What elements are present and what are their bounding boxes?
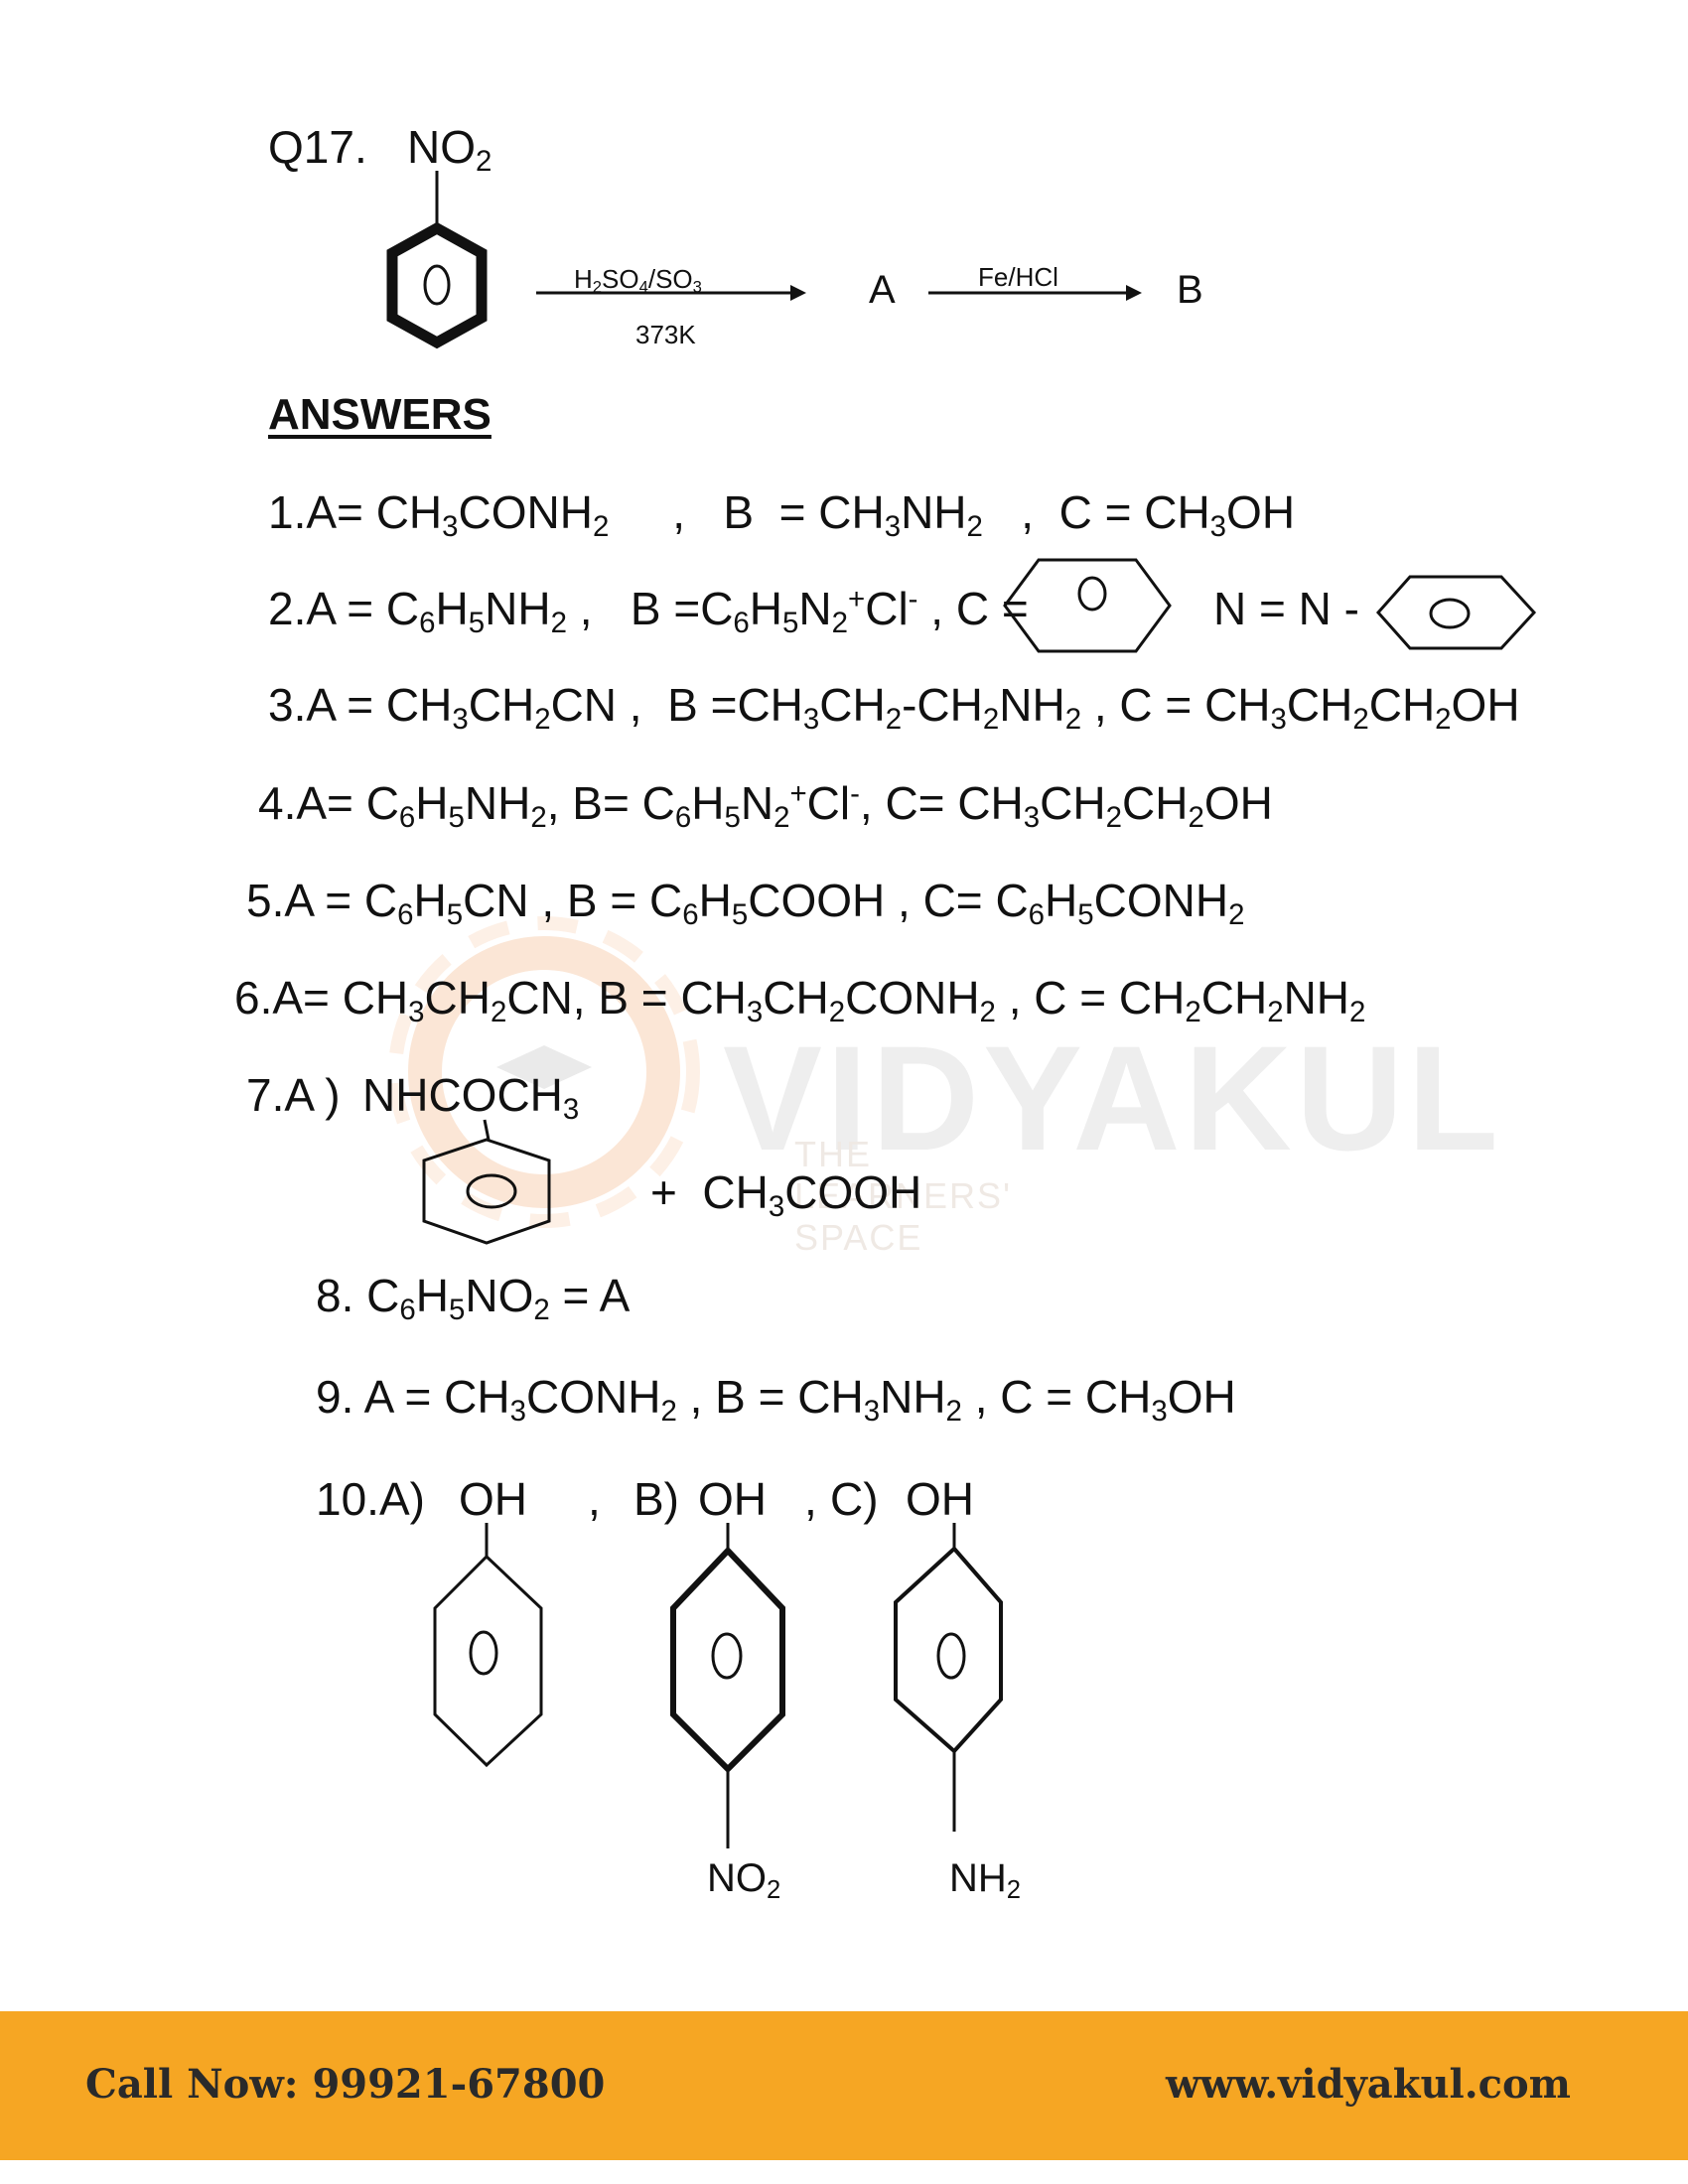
- answers-heading: ANSWERS: [268, 390, 492, 439]
- answer-10-c-substituent: NH2: [949, 1856, 1022, 1905]
- benzene-ring-icon: [670, 1546, 785, 1774]
- answer-1: 1.A= CH3CONH2 , B = CH3NH2 , C = CH3OH: [268, 486, 1296, 544]
- answer-9: 9. A = CH3CONH2 , B = CH3NH2 , C = CH3OH: [316, 1371, 1236, 1429]
- answer-10-separator-1: ,: [588, 1473, 601, 1525]
- answer-3: 3.A = CH3CH2CN , B =CH3CH2-CH2NH2 , C = …: [268, 679, 1520, 737]
- answer-10-b-substituent: NO2: [707, 1856, 781, 1905]
- answer-7-label: 7.A ): [246, 1069, 341, 1121]
- benzene-ring-icon: [433, 1554, 543, 1768]
- answer-8: 8. C6H5NO2 = A: [316, 1270, 631, 1327]
- answer-10-a-group: OH: [459, 1473, 527, 1525]
- answer-7-byproduct: + CH3COOH: [650, 1166, 922, 1224]
- benzene-ring-icon: [1375, 575, 1537, 650]
- benzene-ring-icon: [422, 1138, 551, 1245]
- reagent-2: Fe/HCl: [978, 262, 1058, 292]
- footer-phone[interactable]: Call Now: 99921-67800: [85, 2061, 606, 2108]
- footer-bar: Call Now: 99921-67800 www.vidyakul.com: [0, 2011, 1688, 2160]
- question-label: Q17.: [268, 121, 367, 173]
- product-a: A: [869, 268, 896, 312]
- answer-4: 4.A= C6H5NH2, B= C6H5N2+Cl-, C= CH3CH2CH…: [258, 776, 1273, 835]
- azo-link: N = N -: [1213, 583, 1359, 634]
- benzene-ring-icon: [1003, 558, 1172, 653]
- watermark-subtitle: THE LEARNERS' SPACE: [794, 1134, 1012, 1258]
- watermark-title: VIDYAKUL: [723, 1015, 1502, 1181]
- answer-10-b-group: OH: [698, 1473, 767, 1525]
- answer-10-b-label: B): [633, 1473, 679, 1525]
- answer-10-label: 10.A): [316, 1473, 425, 1525]
- footer-website-link[interactable]: www.vidyakul.com: [1165, 2061, 1571, 2108]
- answer-10-separator-2: ,: [804, 1473, 817, 1525]
- benzene-ring-icon: [894, 1546, 1003, 1754]
- product-b: B: [1177, 268, 1203, 312]
- question-reactant: NO2: [407, 121, 492, 179]
- answer-10-c-group: OH: [906, 1473, 974, 1525]
- condition-1: 373K: [635, 320, 696, 349]
- reagent-1: H2SO4/SO3: [574, 264, 702, 297]
- answer-2: 2.A = C6H5NH2 , B =C6H5N2+Cl- , C =: [268, 582, 1029, 640]
- answer-6: 6.A= CH3CH2CN, B = CH3CH2CONH2 , C = CH2…: [234, 972, 1366, 1029]
- benzene-ring-icon: [386, 171, 488, 349]
- answer-10-c-label: C): [830, 1473, 879, 1525]
- answer-5: 5.A = C6H5CN , B = C6H5COOH , C= C6H5CON…: [246, 875, 1245, 932]
- answer-7-group: NHCOCH3: [362, 1069, 580, 1127]
